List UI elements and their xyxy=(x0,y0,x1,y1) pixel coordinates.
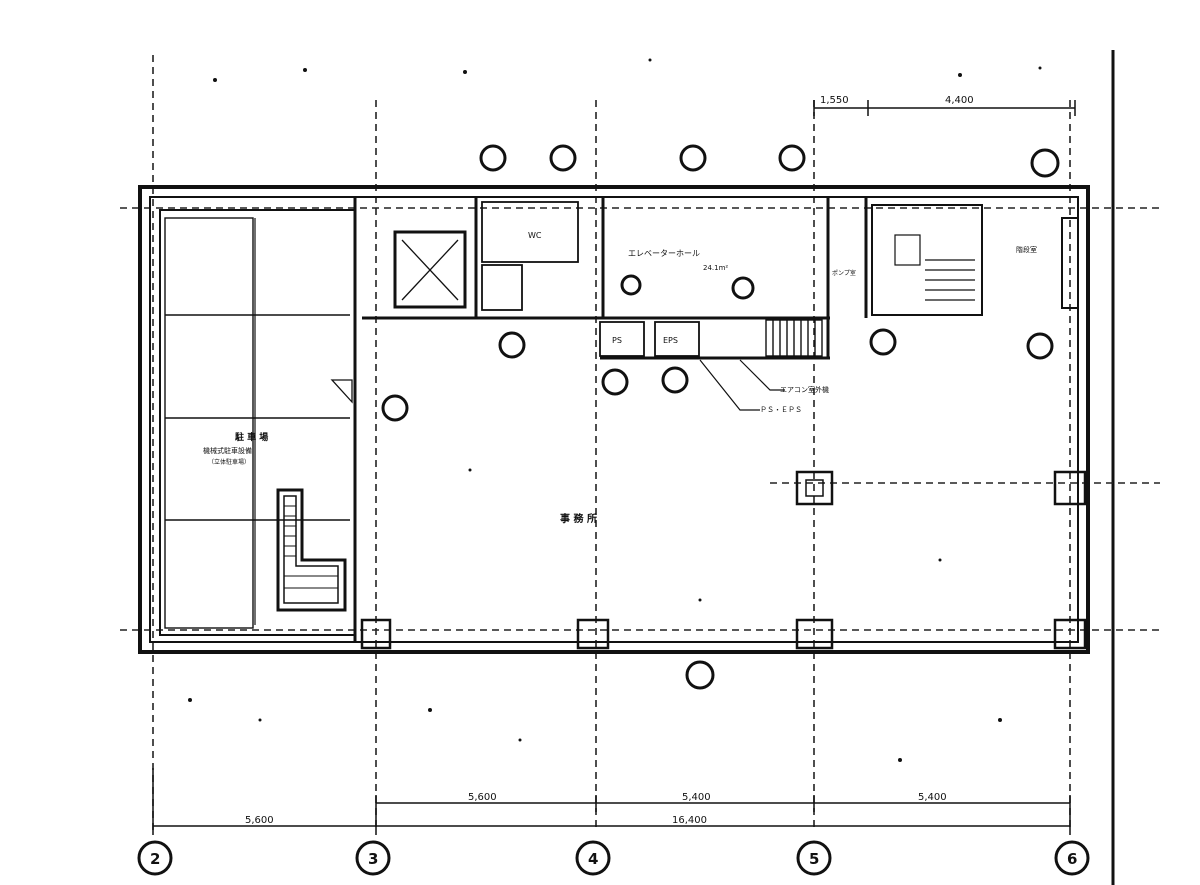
axis-label-2: 2 xyxy=(150,850,160,868)
axis-bubbles: 2 3 4 5 6 xyxy=(137,840,1090,876)
dim-bottom-3: 5,400 xyxy=(918,792,947,803)
dim-top-b: 4,400 xyxy=(945,95,974,106)
dim-bottom-left: 5,600 xyxy=(245,815,274,826)
parking-sub: 機械式駐車設備 xyxy=(203,446,252,455)
axis-label-4: 4 xyxy=(588,850,598,868)
parking-room: 駐 車 場 機械式駐車設備 （立体駐車場） xyxy=(159,197,357,642)
axis-label-6: 6 xyxy=(1067,850,1077,868)
axis-label-3: 3 xyxy=(368,850,378,868)
parking-label: 駐 車 場 xyxy=(235,431,268,443)
grid-lines xyxy=(120,55,1160,830)
main-office: 事 務 所 エアコン室外機 ＰＳ・ＥＰＳ xyxy=(360,359,1087,650)
bottom-dimensions xyxy=(152,768,1071,835)
elevator-hall-area: 24.1m² xyxy=(703,264,728,272)
dim-bottom-1: 5,600 xyxy=(468,792,497,803)
annotation-ps-eps: ＰＳ・ＥＰＳ xyxy=(760,406,802,414)
core-area: WC エレベーターホール 24.1m² PS EPS 階段室 ポンプ室 xyxy=(362,197,1079,360)
office-label: 事 務 所 xyxy=(560,512,597,525)
dim-top-a: 1,550 xyxy=(820,95,849,106)
scan-noise xyxy=(188,58,1042,762)
parking-sub2: （立体駐車場） xyxy=(208,458,250,466)
dim-bottom-total: 16,400 xyxy=(672,815,707,826)
circle-markers xyxy=(381,144,1060,690)
stair-room-label: 階段室 xyxy=(1016,245,1037,254)
elevator-hall-label: エレベーターホール xyxy=(628,249,700,258)
ps-label: PS xyxy=(612,336,622,345)
axis-label-5: 5 xyxy=(809,850,819,868)
top-dimension: 1,550 4,400 xyxy=(813,95,1076,116)
building-outline xyxy=(138,185,1090,654)
wc-label: WC xyxy=(528,231,542,240)
annotation-aircon: エアコン室外機 xyxy=(780,385,829,394)
dim-bottom-2: 5,400 xyxy=(682,792,711,803)
eps-label: EPS xyxy=(663,336,678,345)
pump-label: ポンプ室 xyxy=(832,269,856,277)
